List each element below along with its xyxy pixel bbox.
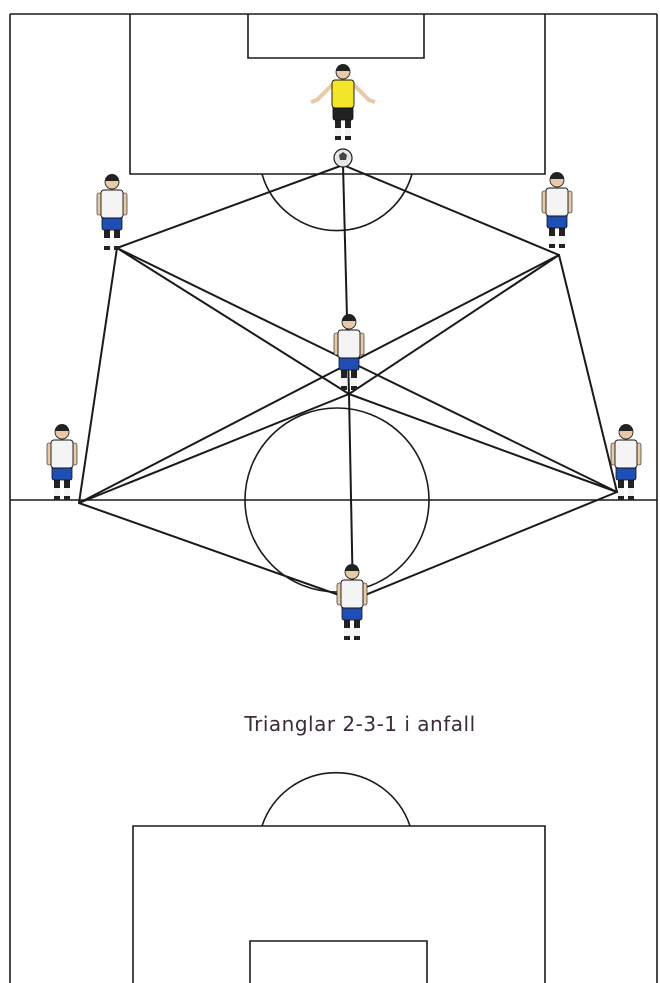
link-left-back-to-left-winger	[79, 248, 117, 503]
diagram-caption: Trianglar 2-3-1 i anfall	[0, 712, 660, 736]
players	[47, 64, 641, 640]
link-left-back-to-right-winger	[117, 248, 617, 492]
link-right-back-to-right-winger	[559, 255, 617, 492]
link-right-back-to-center-midfielder	[349, 255, 559, 394]
top-penalty-arc	[262, 174, 412, 231]
top-goal-area	[248, 14, 424, 58]
player-right-back	[542, 172, 572, 248]
ball	[334, 149, 352, 167]
link-right-winger-to-striker	[353, 492, 617, 600]
link-left-winger-to-striker	[79, 503, 353, 600]
link-ball-to-right-back	[343, 165, 559, 255]
link-left-back-to-center-midfielder	[117, 248, 349, 394]
link-ball-to-left-back	[117, 165, 343, 248]
player-left-back	[97, 174, 127, 250]
bottom-goal-area	[250, 941, 427, 983]
bottom-penalty-area	[133, 826, 545, 983]
bottom-penalty-arc	[262, 773, 410, 826]
link-right-back-to-left-winger	[79, 255, 559, 503]
player-goalkeeper	[311, 64, 375, 140]
player-striker	[337, 564, 367, 640]
player-left-winger	[47, 424, 77, 500]
link-center-midfielder-to-left-winger	[79, 394, 349, 503]
link-center-midfielder-to-right-winger	[349, 394, 617, 492]
